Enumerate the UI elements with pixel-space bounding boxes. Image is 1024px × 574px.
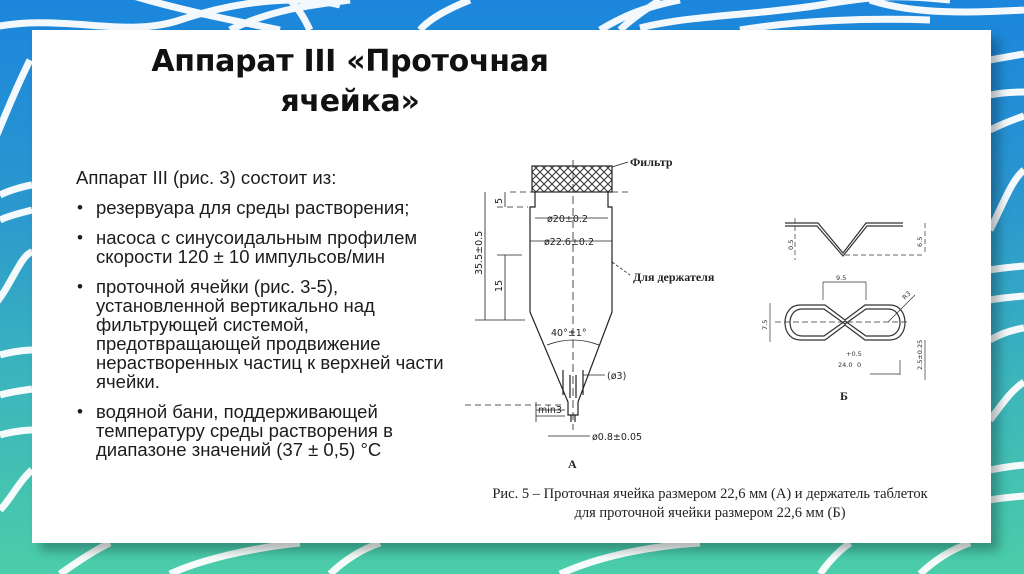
caption-line-2: для проточной ячейки размером 22,6 мм (Б… xyxy=(574,505,846,521)
figure-caption: Рис. 5 – Проточная ячейка размером 22,6 … xyxy=(450,485,970,523)
dim-radius: R3 xyxy=(901,290,913,302)
dim-tip-diameter: (ø3) xyxy=(607,371,626,382)
dim-outer-diameter: ø22.6±0.2 xyxy=(544,237,594,248)
dim-width: 7.5 xyxy=(761,320,769,330)
dim-pitch: 9.5 xyxy=(836,274,846,282)
title-line-2: ячейка» xyxy=(280,84,420,119)
slide-title: Аппарат III «Проточная ячейка» xyxy=(100,42,600,122)
list-item: резервуара для среды растворения; xyxy=(76,198,456,217)
holder-label: Для держателя xyxy=(633,270,715,284)
part-b-label: Б xyxy=(840,389,848,403)
dim-depth: 6.5 xyxy=(916,237,924,247)
title-line-1: Аппарат III «Проточная xyxy=(151,44,549,79)
part-a-label: А xyxy=(568,457,577,471)
dim-inner-diameter: ø20±0.2 xyxy=(547,214,588,225)
dim-top: 5 xyxy=(494,198,505,204)
list-item: проточной ячейки (рис. 3-5), установленн… xyxy=(76,277,456,391)
dim-height-lower: 15 xyxy=(494,280,505,292)
caption-line-1: Рис. 5 – Проточная ячейка размером 22,6 … xyxy=(492,486,928,502)
dim-length-tol: +0.5 xyxy=(846,350,862,358)
dim-length: 24.0 xyxy=(838,361,852,369)
dim-min: min3 xyxy=(538,405,562,416)
tablet-holder-b xyxy=(769,218,926,380)
dim-outlet-diameter: ø0.8±0.05 xyxy=(592,432,642,443)
dim-offset: 2.5±0.25 xyxy=(916,340,924,370)
dim-height-total: 35.5±0.5 xyxy=(474,231,485,275)
list-item: водяной бани, поддерживающей температуру… xyxy=(76,402,456,459)
intro-text: Аппарат III (рис. 3) состоит из: xyxy=(76,167,337,188)
list-item: насоса с синусоидальным профилем скорост… xyxy=(76,228,456,266)
filter-label: Фильтр xyxy=(630,155,673,169)
component-list: резервуара для среды растворения; насоса… xyxy=(76,198,456,459)
slide-body: Аппарат III (рис. 3) состоит из: резерву… xyxy=(76,168,456,470)
flow-cell-a xyxy=(465,160,632,437)
dim-thickness: 0.5 xyxy=(787,240,795,250)
dim-length-tol-lower: 0 xyxy=(857,361,861,369)
dim-angle: 40°±1° xyxy=(551,328,587,339)
flow-cell-drawing: Фильтр Для держателя ø20±0.2 ø22.6±0.2 4… xyxy=(465,155,926,471)
